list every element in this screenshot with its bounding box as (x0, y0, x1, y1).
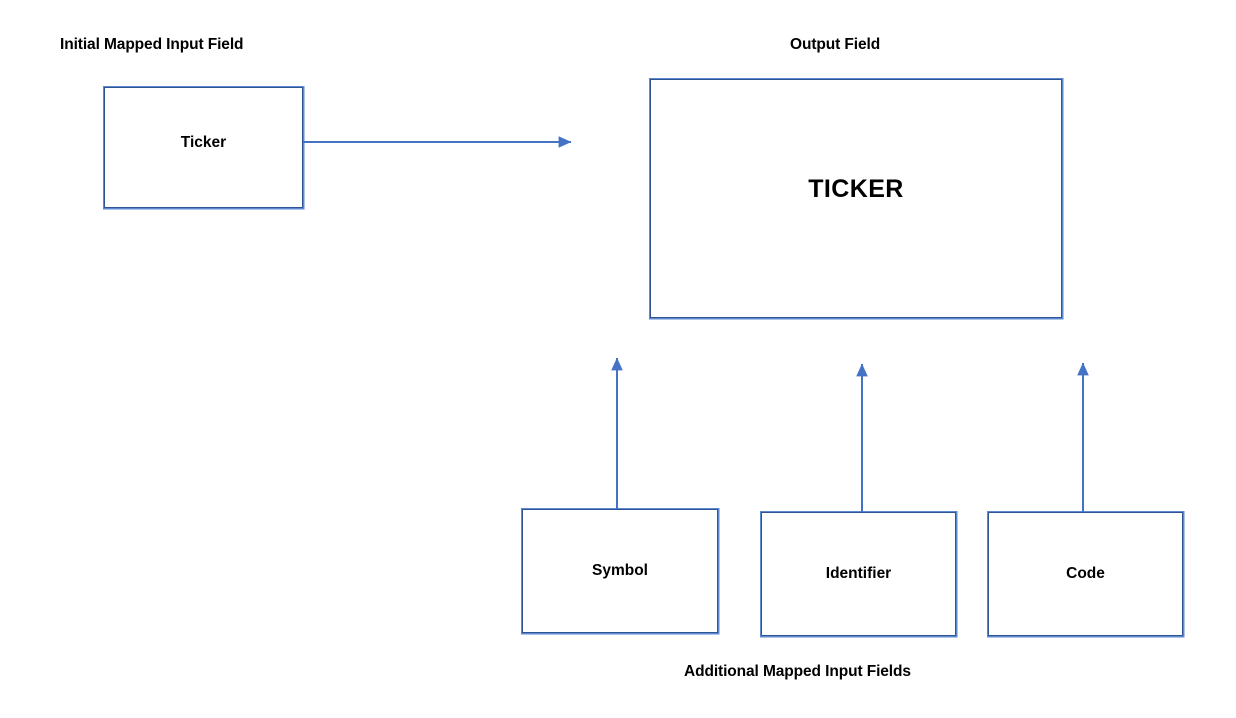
node-symbol-input-label: Symbol (592, 562, 648, 580)
caption-initial-mapped-input-field: Initial Mapped Input Field (60, 36, 244, 53)
node-code-input[interactable]: Code (988, 512, 1183, 636)
caption-additional-mapped-input-fields: Additional Mapped Input Fields (684, 663, 911, 680)
node-ticker-input-label: Ticker (180, 134, 227, 151)
caption-output-field: Output Field (790, 36, 881, 53)
node-identifier-input[interactable]: Identifier (761, 512, 956, 636)
node-ticker-output-label: TICKER (808, 175, 904, 203)
node-identifier-input-label: Identifier (825, 565, 892, 583)
node-ticker-input[interactable]: Ticker (104, 87, 303, 208)
node-symbol-input[interactable]: Symbol (522, 509, 718, 633)
node-code-input-label: Code (1066, 565, 1105, 583)
node-ticker-output[interactable]: TICKER (650, 79, 1062, 318)
